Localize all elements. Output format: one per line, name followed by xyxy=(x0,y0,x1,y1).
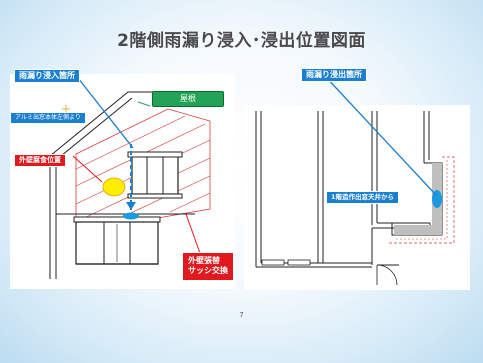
page-number: 7 xyxy=(239,311,244,319)
replacement-line-2: サッシ交換 xyxy=(188,266,228,276)
elevation-drawing-panel: 雨漏り浸入箇所 アルミ出窓本体左側より 屋根 外壁腐食位置 外壁張替 サッシ交換 xyxy=(10,69,235,289)
roof-label: 屋根 xyxy=(152,91,224,107)
elevation-drawing xyxy=(49,77,220,279)
upper-bay-window xyxy=(127,151,183,199)
ceiling-leak-callout: 1階造作出窓天井から xyxy=(326,191,400,204)
entry-point-callout: 雨漏り浸入箇所 xyxy=(14,69,80,83)
exit-point-marker xyxy=(432,190,442,208)
wall-sash-replacement-callout: 外壁張替 サッシ交換 xyxy=(182,252,234,281)
corrosion-marker xyxy=(102,177,126,197)
exit-point-callout: 雨漏り浸出箇所 xyxy=(301,68,367,82)
floor-plan-panel: 1階造作出窓天井から xyxy=(244,74,470,290)
lower-window xyxy=(75,221,159,265)
leak-path-arrow xyxy=(123,144,139,220)
wall-corrosion-callout: 外壁腐食位置 xyxy=(14,154,66,167)
aluminum-window-callout: アルミ出窓本体左側より xyxy=(10,112,86,124)
replacement-line-1: 外壁張替 xyxy=(188,256,220,265)
floor-plan-drawing xyxy=(255,74,455,286)
slide-title: 2階側雨漏り浸入･浸出位置図面 xyxy=(117,31,366,51)
